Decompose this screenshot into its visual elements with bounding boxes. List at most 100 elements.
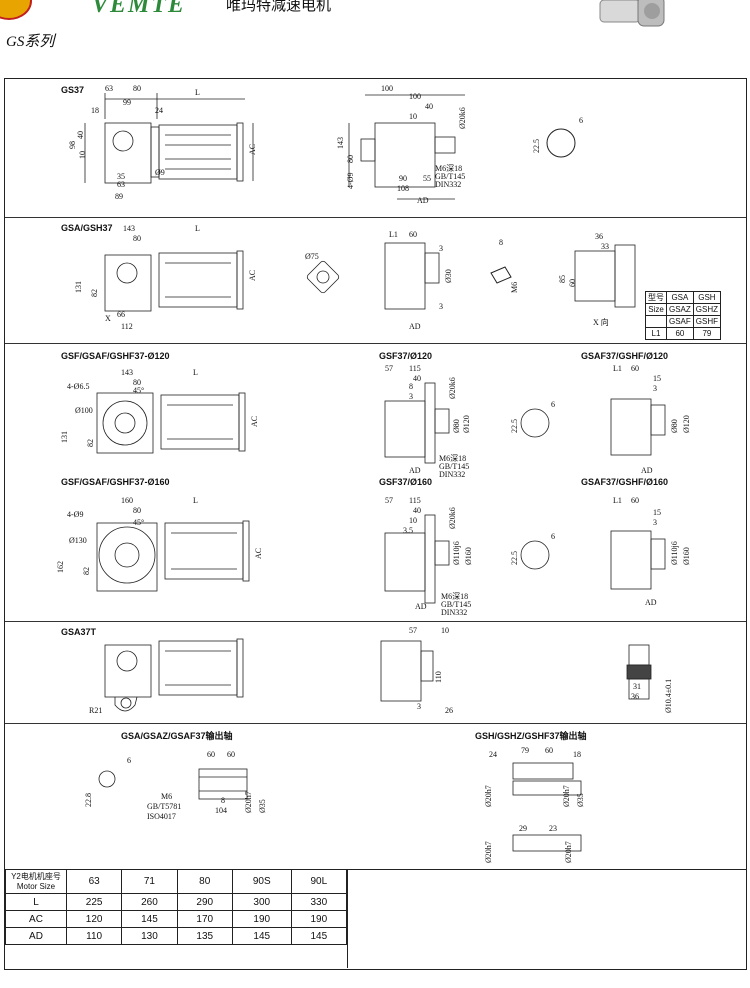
table-header-cell: 90S <box>231 869 292 894</box>
table-cell: 120 <box>65 910 123 928</box>
svg-text:ISO4017: ISO4017 <box>147 812 176 821</box>
svg-text:63: 63 <box>105 84 113 93</box>
table-cell: L <box>5 893 67 911</box>
svg-text:35: 35 <box>117 172 125 181</box>
section-subtitle: GSF37/Ø160 <box>379 477 433 487</box>
section-title: GSH/GSHZ/GSHF37输出轴 <box>475 731 587 741</box>
svg-text:99: 99 <box>123 98 131 107</box>
svg-text:131: 131 <box>74 281 83 293</box>
section-subtitle: GSF37/Ø120 <box>379 351 433 361</box>
table-row: 型号 GSA GSH <box>645 291 722 304</box>
svg-text:AD: AD <box>645 598 657 607</box>
table-header-cell: 71 <box>121 869 178 894</box>
svg-text:80: 80 <box>133 234 141 243</box>
brand-name: VEMTE <box>92 0 187 18</box>
svg-text:66: 66 <box>117 310 125 319</box>
table-header-cell: Y2电机机座号 Motor Size <box>5 869 67 894</box>
svg-text:40: 40 <box>413 506 421 515</box>
svg-text:6: 6 <box>579 116 583 125</box>
svg-text:M6深18: M6深18 <box>435 164 462 173</box>
svg-text:Ø160: Ø160 <box>464 547 473 565</box>
table-cell: GSAF <box>666 315 694 328</box>
svg-text:24: 24 <box>155 106 163 115</box>
svg-text:Ø120: Ø120 <box>682 415 691 433</box>
svg-text:L: L <box>193 496 198 505</box>
table-cell: 190 <box>231 910 292 928</box>
svg-text:89: 89 <box>115 192 123 201</box>
motor-photo-icon <box>599 0 665 27</box>
table-cell: 110 <box>65 927 123 945</box>
table-header-cell: 80 <box>176 869 233 894</box>
section-title: GSA/GSAZ/GSAF37输出轴 <box>121 731 233 741</box>
svg-text:DIN332: DIN332 <box>435 180 461 189</box>
table-header-cell: 63 <box>65 869 123 894</box>
svg-text:143: 143 <box>336 137 345 149</box>
svg-text:79: 79 <box>521 746 529 755</box>
section-subtitle: GSAF37/GSHF/Ø160 <box>581 477 669 487</box>
svg-text:115: 115 <box>409 496 421 505</box>
table-cell: GSHF <box>692 315 722 328</box>
svg-text:4-Ø9: 4-Ø9 <box>346 173 355 189</box>
svg-text:Ø20h7: Ø20h7 <box>564 841 573 863</box>
table-row: GSAF GSHF <box>645 315 722 328</box>
svg-text:60: 60 <box>631 496 639 505</box>
svg-text:24: 24 <box>489 750 497 759</box>
svg-text:8: 8 <box>499 238 503 247</box>
svg-text:60: 60 <box>409 230 417 239</box>
svg-text:DIN332: DIN332 <box>441 608 467 617</box>
svg-text:143: 143 <box>121 368 133 377</box>
svg-text:22.5: 22.5 <box>510 551 519 565</box>
svg-text:Ø20h7: Ø20h7 <box>244 791 253 813</box>
table-header-cell: 90L <box>290 869 348 894</box>
table-cell: 170 <box>176 910 233 928</box>
header-label-en: Motor Size <box>16 881 56 891</box>
svg-text:X 向: X 向 <box>593 317 609 327</box>
svg-text:3.5: 3.5 <box>403 526 413 535</box>
svg-text:60: 60 <box>227 750 235 759</box>
table-cell: AC <box>5 910 67 928</box>
svg-text:18: 18 <box>91 106 99 115</box>
svg-text:85: 85 <box>558 275 567 283</box>
table-row: Size GSAZ GSHZ <box>645 303 722 316</box>
section-title: GSA/GSH37 <box>61 223 113 233</box>
svg-text:Ø20h7: Ø20h7 <box>484 785 493 807</box>
section-title: GS37 <box>61 85 85 95</box>
svg-text:10: 10 <box>78 151 87 159</box>
svg-text:Ø110j6: Ø110j6 <box>452 541 461 565</box>
svg-text:3: 3 <box>417 702 421 711</box>
table-cell: 79 <box>692 327 722 340</box>
table-cell: 225 <box>65 893 123 911</box>
svg-text:Ø10.4±0.1: Ø10.4±0.1 <box>664 679 673 713</box>
table-cell: GSA <box>666 291 694 304</box>
svg-text:Ø20h7: Ø20h7 <box>562 785 571 807</box>
brand-logo <box>0 0 32 20</box>
svg-text:57: 57 <box>385 496 393 505</box>
svg-text:80: 80 <box>133 378 141 387</box>
table-cell: 型号 <box>645 291 667 304</box>
svg-text:Ø9: Ø9 <box>155 168 165 177</box>
svg-text:Ø35: Ø35 <box>258 799 267 813</box>
svg-text:45°: 45° <box>133 518 144 527</box>
svg-text:Ø20k6: Ø20k6 <box>448 507 457 529</box>
svg-text:82: 82 <box>86 439 95 447</box>
svg-text:80: 80 <box>133 84 141 93</box>
svg-text:18: 18 <box>573 750 581 759</box>
svg-text:29: 29 <box>519 824 527 833</box>
svg-text:80: 80 <box>133 506 141 515</box>
svg-text:Ø75: Ø75 <box>305 252 319 261</box>
svg-text:36: 36 <box>631 692 639 701</box>
table-row: AC 120 145 170 190 190 <box>5 910 348 928</box>
svg-text:57: 57 <box>409 626 417 635</box>
svg-text:115: 115 <box>409 364 421 373</box>
svg-text:33: 33 <box>601 242 609 251</box>
svg-text:AC: AC <box>248 144 257 155</box>
svg-text:80: 80 <box>346 155 355 163</box>
svg-text:22.5: 22.5 <box>532 139 541 153</box>
svg-text:3: 3 <box>653 384 657 393</box>
svg-text:Ø20h7: Ø20h7 <box>484 841 493 863</box>
table-cell: L1 <box>645 327 667 340</box>
svg-text:57: 57 <box>385 364 393 373</box>
